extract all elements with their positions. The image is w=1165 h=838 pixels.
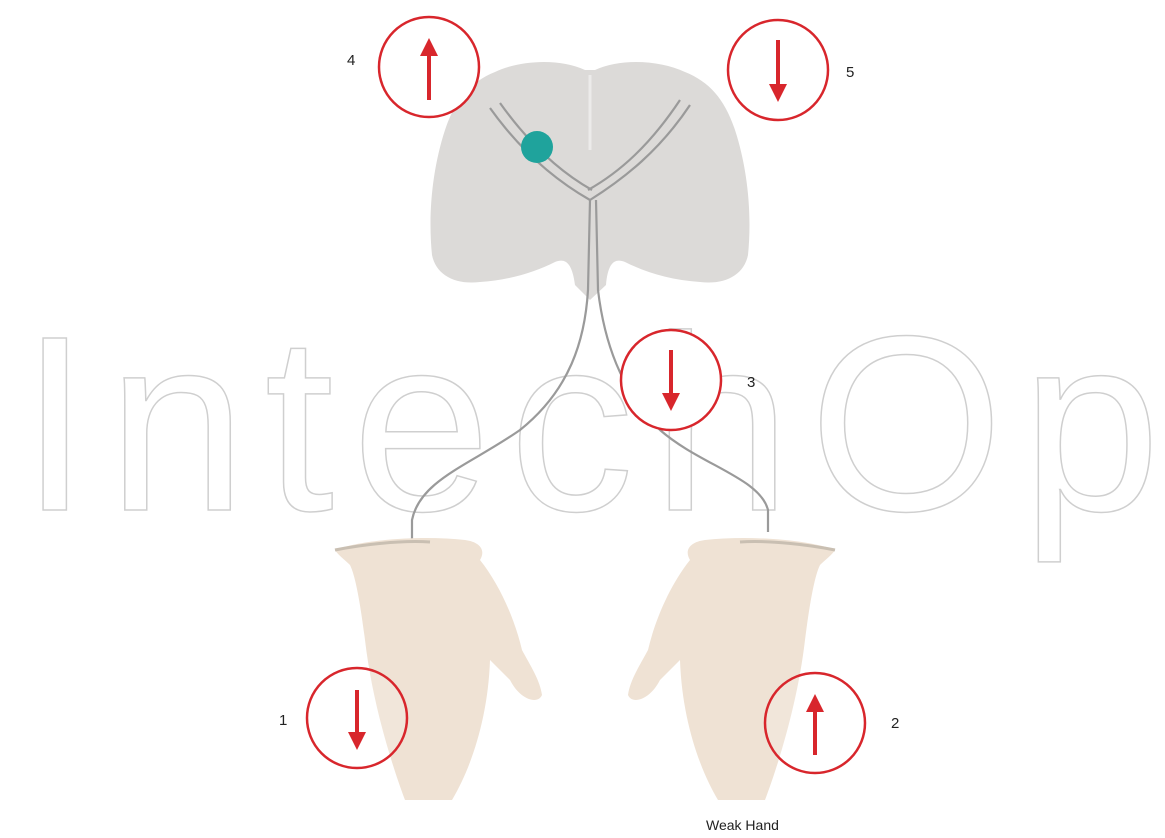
marker-5-label: 5	[846, 64, 854, 81]
marker-1-down-arrow-icon	[307, 668, 407, 768]
marker-2-label: 2	[891, 715, 899, 732]
marker-4-label: 4	[347, 52, 355, 69]
weak-hand-caption: Weak Hand	[706, 817, 779, 833]
marker-1-label: 1	[279, 712, 287, 729]
marker-3-down-arrow-icon	[621, 330, 721, 430]
marker-3-label: 3	[747, 374, 755, 391]
marker-4-up-arrow-icon	[379, 17, 479, 117]
marker-2-up-arrow-icon	[765, 673, 865, 773]
marker-5-down-arrow-icon	[728, 20, 828, 120]
